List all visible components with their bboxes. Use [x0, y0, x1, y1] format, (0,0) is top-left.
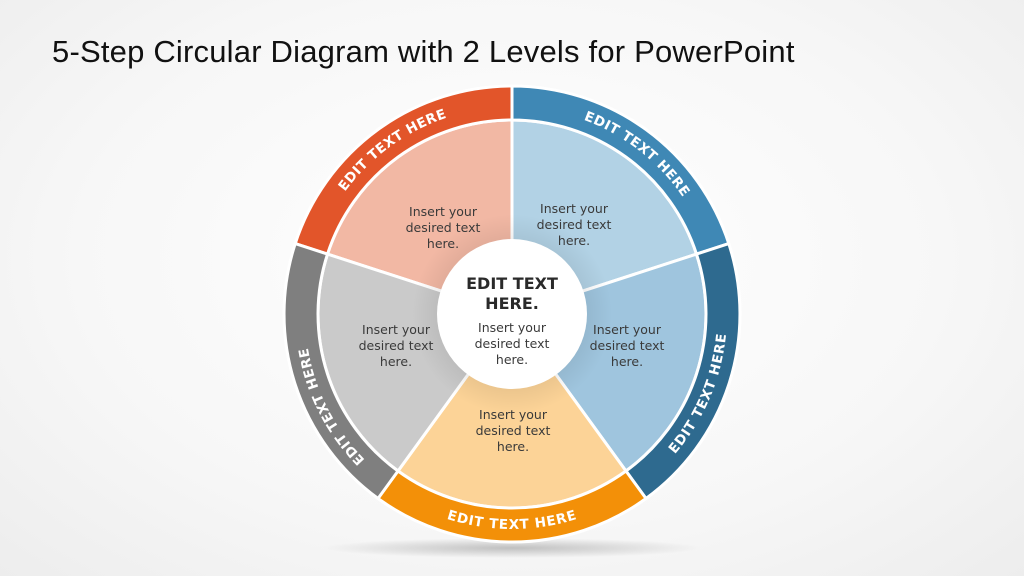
- wedge-text-top-right[interactable]: Insert your desired text here.: [537, 201, 612, 248]
- svg-text:here.: here.: [558, 233, 590, 248]
- center-text-line3: here.: [496, 352, 528, 367]
- svg-text:here.: here.: [380, 354, 412, 369]
- wedge-text-top-left[interactable]: Insert your desired text here.: [406, 204, 481, 251]
- svg-text:here.: here.: [427, 236, 459, 251]
- svg-text:Insert your: Insert your: [479, 407, 548, 422]
- center-text-line2: desired text: [475, 336, 550, 351]
- svg-text:desired text: desired text: [476, 423, 551, 438]
- svg-text:here.: here.: [497, 439, 529, 454]
- slide-title: 5-Step Circular Diagram with 2 Levels fo…: [52, 34, 795, 69]
- wedge-text-left[interactable]: Insert your desired text here.: [359, 322, 434, 369]
- svg-text:desired text: desired text: [406, 220, 481, 235]
- svg-text:here.: here.: [611, 354, 643, 369]
- center-text-line1: Insert your: [478, 320, 547, 335]
- svg-text:Insert your: Insert your: [593, 322, 662, 337]
- ring-segment-left[interactable]: [282, 241, 401, 501]
- center-circle[interactable]: [437, 239, 587, 389]
- svg-text:Insert your: Insert your: [409, 204, 478, 219]
- wedge-text-right[interactable]: Insert your desired text here.: [590, 322, 665, 369]
- svg-text:desired text: desired text: [537, 217, 612, 232]
- svg-text:desired text: desired text: [359, 338, 434, 353]
- outer-ring: [282, 84, 742, 544]
- diagram-shadow: [322, 538, 702, 558]
- svg-text:desired text: desired text: [590, 338, 665, 353]
- svg-text:Insert your: Insert your: [540, 201, 609, 216]
- wedge-text-bottom[interactable]: Insert your desired text here.: [476, 407, 551, 454]
- center-content: EDIT TEXT HERE. Insert your desired text…: [466, 274, 558, 367]
- center-title-line1: EDIT TEXT: [466, 274, 558, 293]
- svg-text:Insert your: Insert your: [362, 322, 431, 337]
- center-title-line2: HERE.: [485, 294, 539, 313]
